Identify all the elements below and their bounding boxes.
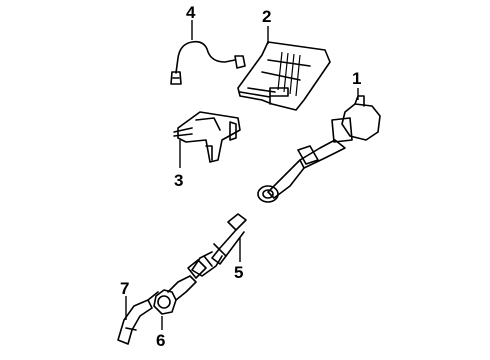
shaft-seal-part [147, 275, 197, 315]
callout-4: 4 [186, 3, 196, 22]
lower-boot-part [117, 299, 153, 345]
callout-1: 1 [352, 69, 361, 88]
callout-5: 5 [234, 263, 243, 282]
callout-3: 3 [174, 171, 183, 190]
callout-7: 7 [120, 279, 129, 298]
steering-column-part [257, 95, 381, 203]
callout-2: 2 [262, 7, 271, 26]
callout-6: 6 [156, 331, 165, 350]
wiring-harness-part [170, 40, 246, 85]
mounting-bracket-part [173, 111, 241, 163]
column-cover-part [237, 41, 331, 111]
intermediate-shaft-part [187, 213, 247, 279]
